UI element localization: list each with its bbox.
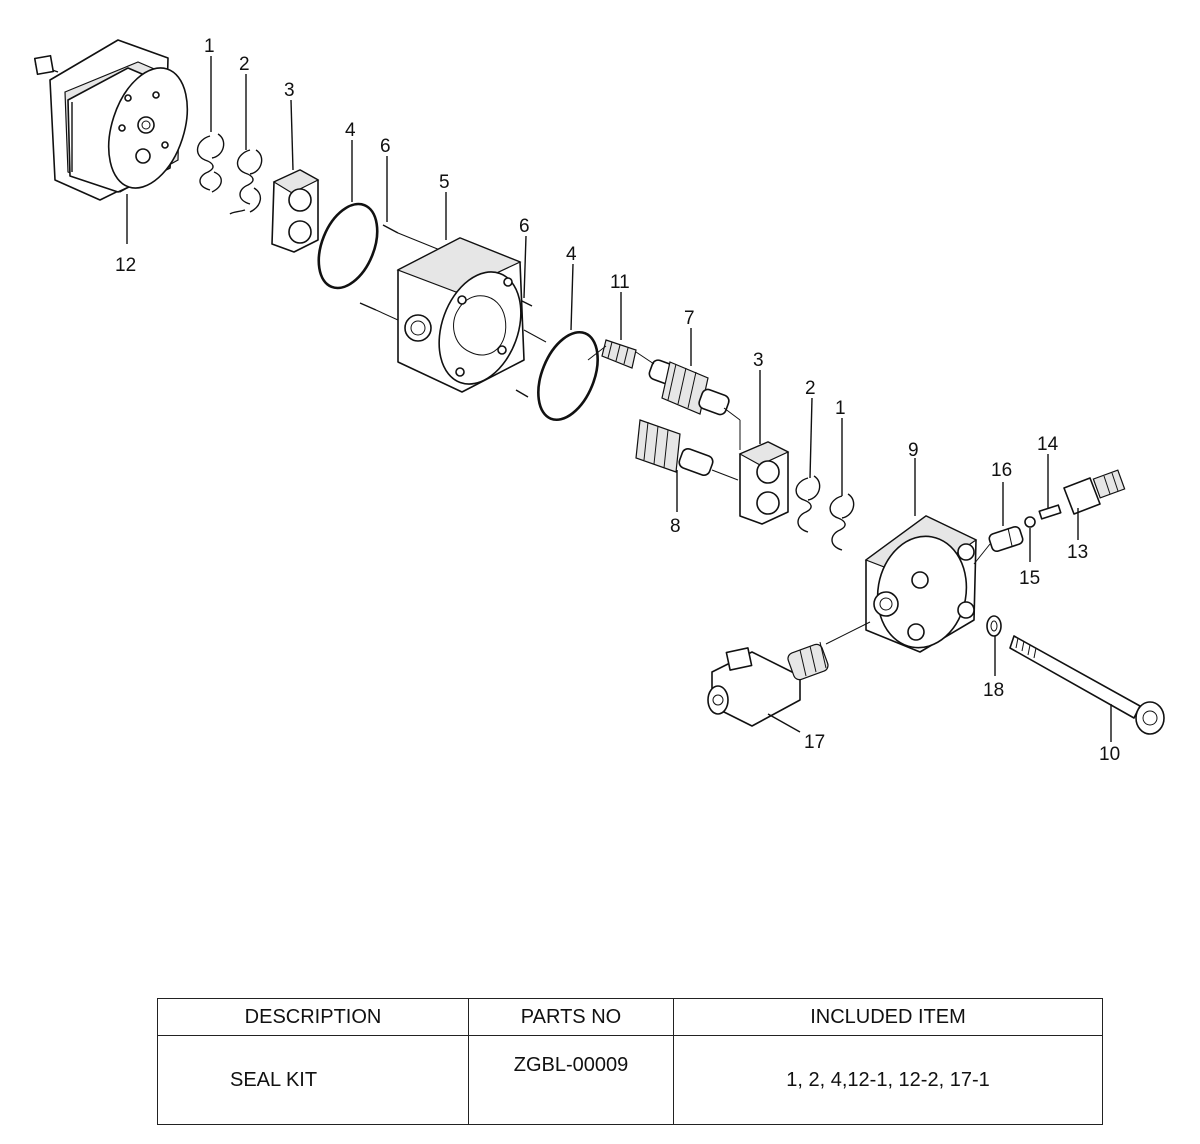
callout-2: 2 (239, 54, 250, 75)
callout-8: 8 (670, 516, 681, 537)
callout-18: 18 (983, 680, 1004, 701)
callout-14: 14 (1037, 434, 1059, 455)
callout-17: 17 (804, 732, 825, 753)
callout-3: 3 (284, 80, 295, 101)
part-4-o-ring-right (537, 330, 599, 422)
part-3-bushing-left (271, 169, 320, 253)
callout-1b: 1 (835, 398, 846, 419)
part-2-backup-ring-right (795, 475, 821, 533)
callout-4b: 4 (566, 244, 577, 265)
cell-parts-no: ZGBL-00009 (468, 1035, 674, 1125)
callout-4: 4 (345, 120, 356, 141)
callout-1: 1 (204, 36, 215, 57)
callout-15: 15 (1019, 568, 1040, 589)
header-included-item: INCLUDED ITEM (673, 998, 1103, 1036)
table-row: SEAL KIT ZGBL-00009 1, 2, 4,12-1, 12-2, … (157, 1035, 1103, 1125)
part-10-bolt (1009, 635, 1165, 735)
callout-16: 16 (991, 460, 1012, 481)
part-1-snap-ring-right (829, 493, 855, 551)
callout-10: 10 (1099, 744, 1120, 765)
header-description: DESCRIPTION (157, 998, 469, 1036)
part-15-ball (1024, 516, 1036, 528)
callout-2b: 2 (805, 378, 816, 399)
callout-9: 9 (908, 440, 919, 461)
callout-12: 12 (115, 255, 136, 276)
callout-5: 5 (439, 172, 450, 193)
table-header-row: DESCRIPTION PARTS NO INCLUDED ITEM (157, 998, 1103, 1036)
part-5-gear-housing (396, 237, 525, 393)
part-14-spring (1038, 504, 1062, 520)
part-13-relief-fitting (1063, 469, 1126, 515)
part-9-end-cover (864, 515, 978, 653)
assembly-center-lines (523, 329, 991, 565)
header-parts-no: PARTS NO (468, 998, 674, 1036)
part-16-valve-plug (988, 525, 1024, 553)
part-12-flange-housing (33, 39, 189, 201)
callout-labels: 1 2 3 4 6 5 12 6 4 11 7 3 2 1 9 16 14 15… (115, 36, 1120, 765)
part-2-backup-ring-left (229, 149, 263, 215)
part-7-drive-gear (648, 359, 741, 450)
cell-included-item: 1, 2, 4,12-1, 12-2, 17-1 (673, 1035, 1103, 1125)
callout-6b: 6 (519, 216, 530, 237)
callout-13: 13 (1067, 542, 1088, 563)
exploded-parts-diagram: 1 2 3 4 6 5 12 6 4 11 7 3 2 1 9 16 14 15… (33, 36, 1165, 765)
part-3-bushing-right (738, 441, 790, 525)
callout-6: 6 (380, 136, 391, 157)
callout-11: 11 (610, 272, 630, 293)
leader-lines (126, 56, 1112, 742)
callout-7: 7 (684, 308, 695, 329)
seal-kit-table: DESCRIPTION PARTS NO INCLUDED ITEM SEAL … (157, 998, 1103, 1125)
part-8-driven-gear (635, 419, 739, 481)
part-11-coupling (601, 339, 637, 369)
part-4-o-ring-left (317, 202, 379, 290)
part-1-snap-ring-left (196, 133, 225, 193)
part-17-solenoid (707, 621, 871, 727)
callout-3b: 3 (753, 350, 764, 371)
cell-description: SEAL KIT (157, 1035, 469, 1125)
part-18-washer (986, 615, 1002, 637)
